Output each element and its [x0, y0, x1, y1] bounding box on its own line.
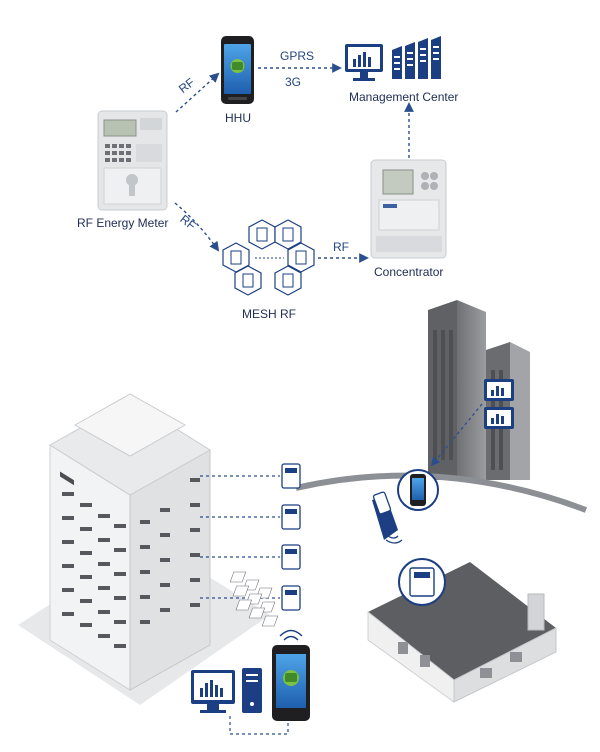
- office-towers-icon: [428, 300, 530, 480]
- management-center-label: Management Center: [349, 90, 459, 104]
- server-rack-icon: [392, 36, 441, 79]
- apartment-building-icon: [18, 393, 270, 705]
- energy-meter-icon: [97, 110, 168, 211]
- rf-energy-meter-label: RF Energy Meter: [77, 216, 169, 230]
- mesh-hexagon-icon: [222, 219, 315, 296]
- hhu-label: HHU: [225, 111, 251, 125]
- edge-label-mesh-concentrator: RF: [333, 240, 349, 254]
- hhu-phone-icon: [221, 36, 254, 104]
- hhu-phone-icon: [272, 645, 310, 721]
- energy-meter-icon: [398, 558, 446, 606]
- energy-meter-icon: [281, 463, 301, 611]
- edge-label-gprs: GPRS: [280, 49, 315, 63]
- wifi-signal-icon: [279, 629, 303, 641]
- hand-phone-icon: [372, 491, 403, 544]
- monitor-chart-icon: [484, 379, 514, 429]
- concentrator-icon: [370, 159, 447, 259]
- concentrator-label: Concentrator: [374, 265, 444, 279]
- hhu-phone-icon: [397, 469, 439, 511]
- desktop-pc-icon: [191, 668, 262, 713]
- edge-label-3g: 3G: [285, 75, 302, 89]
- arrow-meter-to-mesh: [174, 202, 220, 252]
- mesh-rf-label: MESH RF: [242, 307, 296, 321]
- monitor-chart-icon: [345, 44, 383, 81]
